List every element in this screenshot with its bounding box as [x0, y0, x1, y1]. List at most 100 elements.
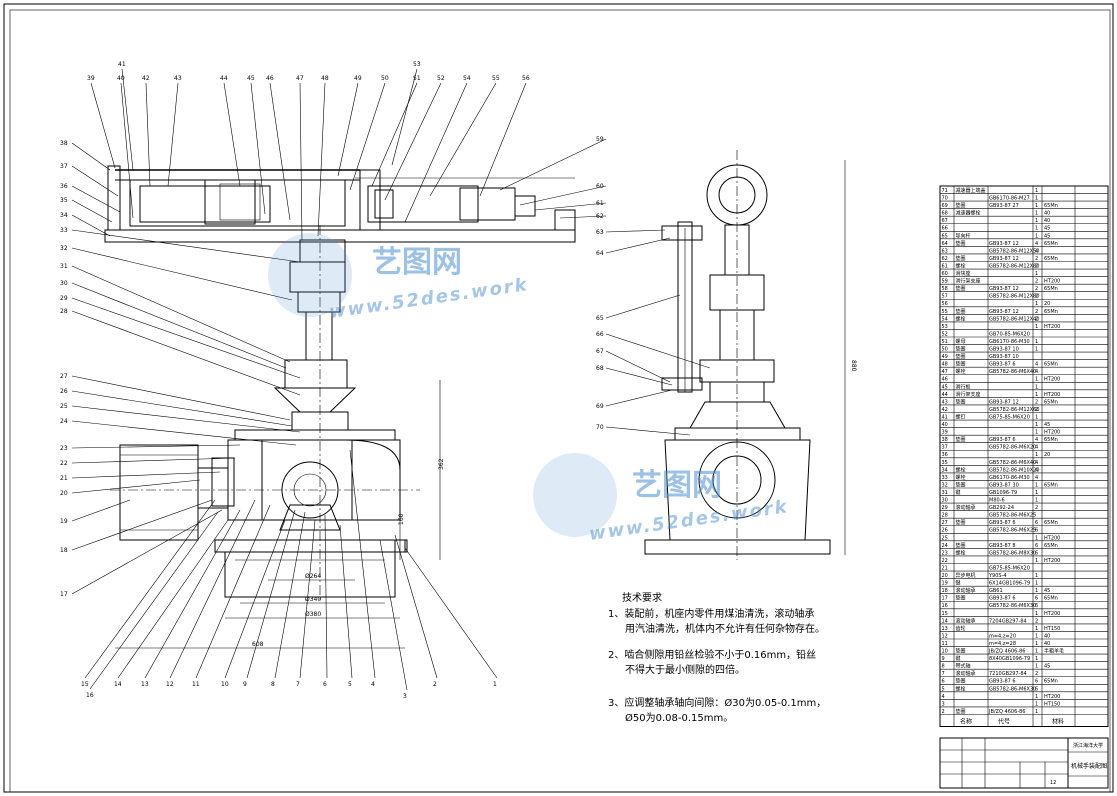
technical-requirements: 技术要求 1、装配前，机座内零件用煤油清洗，滚动轴承 用汽油清洗，机体内不允许有… — [608, 591, 826, 724]
balloon-69: 69 — [596, 403, 604, 410]
balloon-51: 51 — [413, 75, 421, 82]
balloon-52: 52 — [437, 75, 445, 82]
bom-cell-material: 65Mn — [1044, 482, 1058, 488]
bom-cell-no: 58 — [942, 286, 948, 292]
bom-cell-no: 10 — [942, 649, 948, 655]
balloon-54: 54 — [463, 75, 471, 82]
bom-cell-no: 13 — [942, 626, 948, 632]
requirement-line-5: 3、应调整轴承轴向间隙：Ø30为0.05-0.1mm， — [608, 696, 826, 709]
balloon-41: 41 — [118, 61, 126, 68]
bom-cell-no: 2 — [942, 709, 945, 715]
bom-cell-qty: 2 — [1035, 263, 1038, 269]
bom-cell-no: 17 — [942, 596, 948, 602]
bom-cell-qty: 1 — [1035, 188, 1038, 194]
bom-cell-code: GB5782-86-M6X30 — [989, 603, 1036, 609]
bom-cell-qty: 1 — [1035, 339, 1038, 345]
balloon-66: 66 — [596, 331, 604, 338]
bom-cell-material: 65Mn — [1044, 203, 1058, 209]
balloon-44: 44 — [220, 75, 228, 82]
bom-cell-code: JB/ZQ 4606-86 — [988, 709, 1025, 715]
bom-cell-qty: 4 — [1035, 369, 1038, 375]
bom-cell-no: 8 — [942, 664, 945, 670]
bom-cell-code: GB5782-86-M12X80 — [989, 294, 1039, 300]
balloon-30: 30 — [60, 280, 68, 287]
bom-cell-qty: 1 — [1035, 694, 1038, 700]
bom-cell-code: GB5782-86-M12X40 — [989, 316, 1039, 322]
sheet-border — [3, 3, 1114, 793]
balloon-59: 59 — [596, 136, 604, 143]
bom-cell-material: HT150 — [1044, 701, 1060, 707]
sheet-number: 12 — [1050, 780, 1056, 786]
dim-total-width: 608 — [252, 641, 264, 648]
bom-cell-name: 垫圈 — [956, 436, 966, 443]
balloon-22: 22 — [60, 460, 68, 467]
bom-cell-material: 半粗羊毛 — [1044, 648, 1064, 655]
bom-cell-name: 滑行架支座 — [956, 391, 981, 398]
balloon-23: 23 — [60, 445, 68, 452]
bom-cell-qty: 6 — [1035, 528, 1038, 534]
bom-cell-qty: 1 — [1035, 196, 1038, 202]
bom-cell-name: 垫圈 — [956, 202, 966, 209]
bom-cell-no: 15 — [942, 611, 948, 617]
bom-cell-no: 56 — [942, 301, 948, 307]
bom-cell-name: 垫圈 — [956, 519, 966, 526]
bom-cell-no: 65 — [942, 233, 948, 239]
bom-cell-material: 40 — [1044, 633, 1050, 639]
balloon-27: 27 — [60, 373, 68, 380]
bom-cell-material: HT200 — [1044, 377, 1060, 383]
balloon-15: 15 — [81, 681, 89, 688]
dim-side-height: 880 — [850, 360, 857, 372]
bom-cell-name: 减速器上端盖 — [956, 187, 986, 194]
bom-cell-code: GB75-85-M6X20 — [989, 414, 1030, 420]
bom-cell-no: 63 — [942, 248, 948, 254]
balloon-45: 45 — [247, 75, 255, 82]
bom-cell-name: 齿轮 — [956, 625, 966, 632]
bom-cell-name: 垫圈 — [956, 285, 966, 292]
balloon-68: 68 — [596, 365, 604, 372]
bom-cell-no: 38 — [942, 437, 948, 443]
bom-cell-qty: 2 — [1035, 279, 1038, 285]
bom-cell-code: GB5782-86-M6X40 — [989, 369, 1036, 375]
bom-cell-qty: 1 — [1035, 422, 1038, 428]
bom-cell-no: 28 — [942, 513, 948, 519]
balloon-42: 42 — [142, 75, 150, 82]
bom-cell-qty: 1 — [1035, 301, 1038, 307]
bom-cell-qty: 2 — [1035, 309, 1038, 315]
bom-cell-material: HT150 — [1044, 626, 1060, 632]
bom-cell-name: 垫圈 — [956, 595, 966, 602]
balloon-56: 56 — [522, 75, 530, 82]
bom-cell-qty: 6 — [1035, 550, 1038, 556]
bom-cell-code: m=4,z=28 — [989, 641, 1016, 647]
balloon-39: 39 — [87, 75, 95, 82]
bom-cell-code: GB5782-86-M12X60 — [989, 407, 1039, 413]
bom-cell-qty: 2 — [1035, 256, 1038, 262]
bom-cell-qty: 2 — [1035, 294, 1038, 300]
bom-cell-material: 65Mn — [1044, 520, 1058, 526]
balloon-20: 20 — [60, 490, 68, 497]
bom-cell-material: HT200 — [1044, 535, 1060, 541]
bom-cell-name: 垫圈 — [956, 481, 966, 488]
bom-cell-qty: 1 — [1035, 384, 1038, 390]
bom-cell-code: 7210GB297-84 — [989, 671, 1027, 677]
bom-cell-code: GB93-87 12 — [989, 241, 1019, 247]
bom-cell-no: 51 — [942, 339, 948, 345]
bom-cell-qty: 1 — [1035, 211, 1038, 217]
bom-cell-code: GB61 — [989, 588, 1003, 594]
balloon-60: 60 — [596, 183, 604, 190]
bom-cell-material: HT200 — [1044, 324, 1060, 330]
title-block: 浙江海洋大学 机械手装配图 12 — [939, 737, 1109, 789]
bom-cell-qty: 1 — [1035, 392, 1038, 398]
